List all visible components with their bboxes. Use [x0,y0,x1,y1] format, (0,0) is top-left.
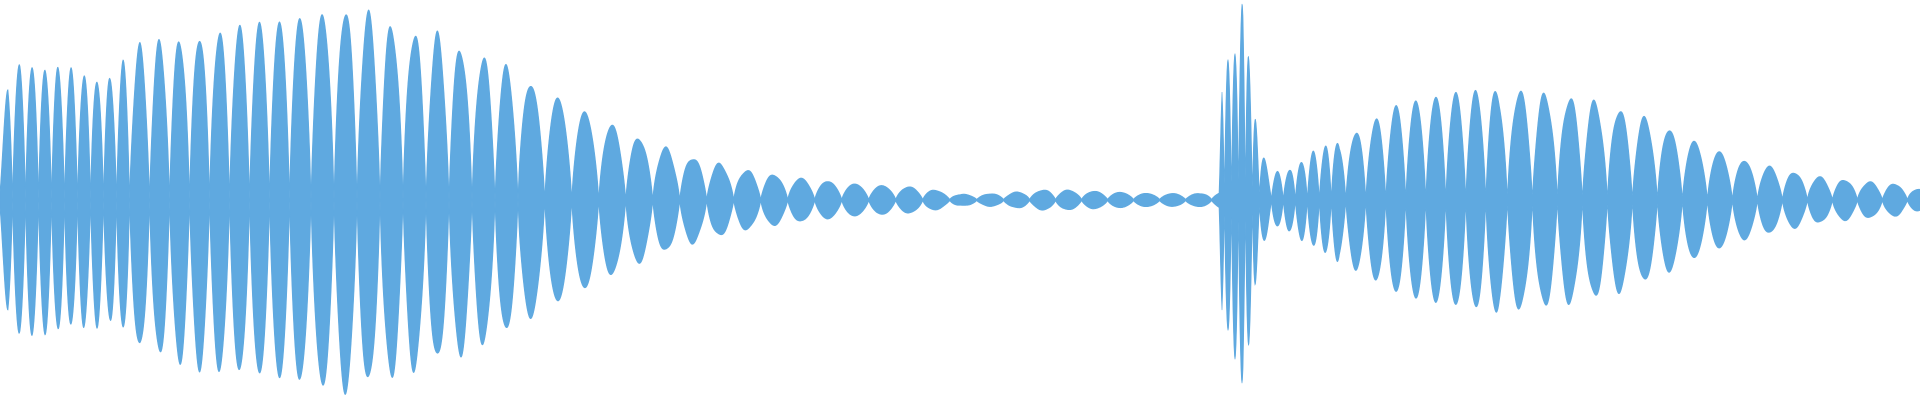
waveform-shape [0,3,1920,395]
